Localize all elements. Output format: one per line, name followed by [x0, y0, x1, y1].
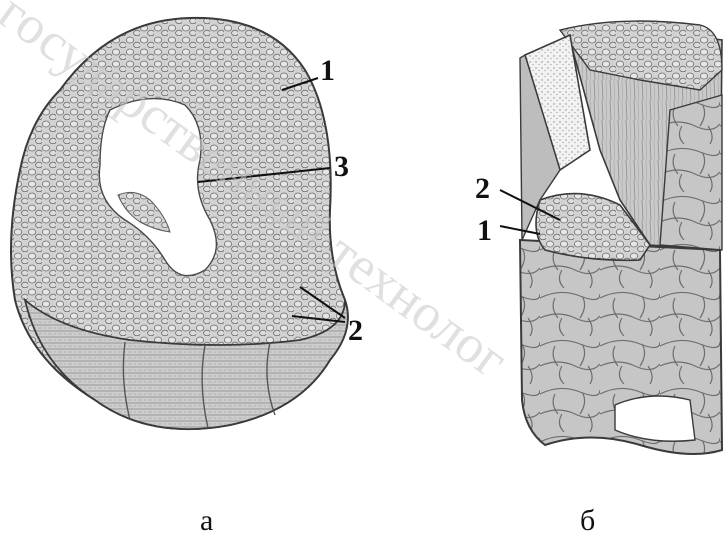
block-right-plates [660, 95, 722, 250]
caption-b: б [580, 504, 595, 537]
figure-b-block: 2 1 б [475, 21, 722, 537]
callout-a-3: 3 [334, 150, 349, 183]
leader-line-b-1 [500, 226, 540, 234]
callout-a-1: 1 [320, 54, 335, 87]
callout-b-1: 1 [477, 214, 492, 247]
caption-a: а [200, 504, 213, 537]
figure-a-cross-section: 1 3 2 а [11, 18, 363, 537]
callout-b-2: 2 [475, 172, 490, 205]
callout-a-2: 2 [348, 314, 363, 347]
block-bottom-notch [615, 396, 695, 441]
